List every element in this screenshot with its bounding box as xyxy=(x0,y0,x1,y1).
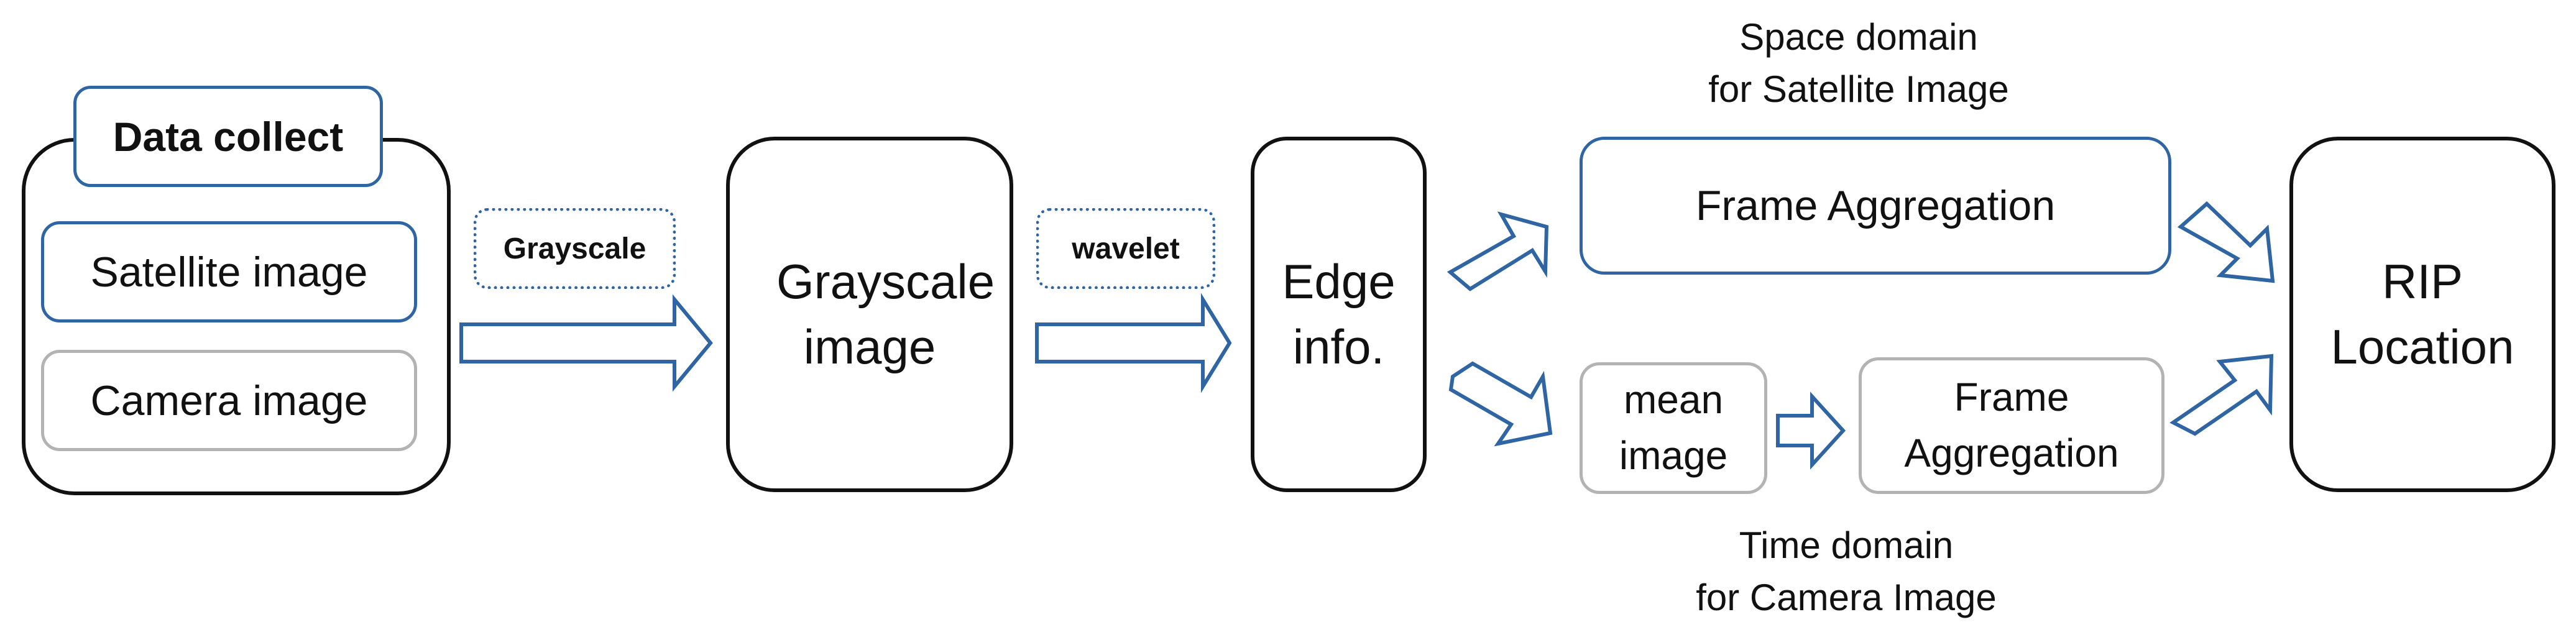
edge-info-box: Edge info. xyxy=(1251,137,1427,492)
wavelet-step-label: wavelet xyxy=(1036,208,1215,289)
grayscale-step-text: Grayscale xyxy=(503,232,646,265)
arrow-collect-to-grayscale xyxy=(459,294,713,392)
satellite-image-box: Satellite image xyxy=(41,221,417,322)
space-frame-aggregation-box: Frame Aggregation xyxy=(1580,137,2171,275)
grayscale-image-box: Grayscale image xyxy=(726,137,1013,492)
space-domain-caption-line2: for Satellite Image xyxy=(1708,68,2009,110)
grayscale-image-text: Grayscale image xyxy=(776,254,995,374)
space-frame-aggregation-text: Frame Aggregation xyxy=(1695,182,2056,229)
time-frame-aggregation-text: Frame Aggregation xyxy=(1904,375,2119,475)
arrow-space-to-rip xyxy=(2177,201,2275,283)
data-collect-title-text: Data collect xyxy=(113,113,344,160)
edge-info-text: Edge info. xyxy=(1282,254,1396,374)
camera-image-box: Camera image xyxy=(41,350,417,451)
arrow-time-to-rip xyxy=(2169,354,2274,436)
satellite-image-text: Satellite image xyxy=(90,248,368,296)
time-domain-caption-line1: Time domain xyxy=(1739,524,1954,566)
wavelet-step-text: wavelet xyxy=(1072,232,1180,265)
mean-image-box: mean image xyxy=(1580,362,1767,494)
time-domain-caption-line2: for Camera Image xyxy=(1696,577,1997,618)
rip-location-box: RIP Location xyxy=(2289,137,2555,492)
arrow-mean-to-agg xyxy=(1776,391,1846,470)
space-domain-caption-line1: Space domain xyxy=(1739,16,1978,58)
rip-location-text: RIP Location xyxy=(2330,254,2514,374)
time-domain-caption: Time domain for Camera Image xyxy=(1641,519,2051,624)
time-frame-aggregation-box: Frame Aggregation xyxy=(1859,357,2164,494)
arrow-edge-to-time xyxy=(1448,361,1553,447)
data-collect-title: Data collect xyxy=(73,86,383,187)
space-domain-caption: Space domain for Satellite Image xyxy=(1654,11,2064,116)
arrow-grayscale-to-edge xyxy=(1035,293,1232,393)
mean-image-text: mean image xyxy=(1619,377,1728,478)
grayscale-step-label: Grayscale xyxy=(474,208,676,289)
camera-image-text: Camera image xyxy=(90,377,368,424)
arrow-edge-to-space xyxy=(1447,211,1549,291)
